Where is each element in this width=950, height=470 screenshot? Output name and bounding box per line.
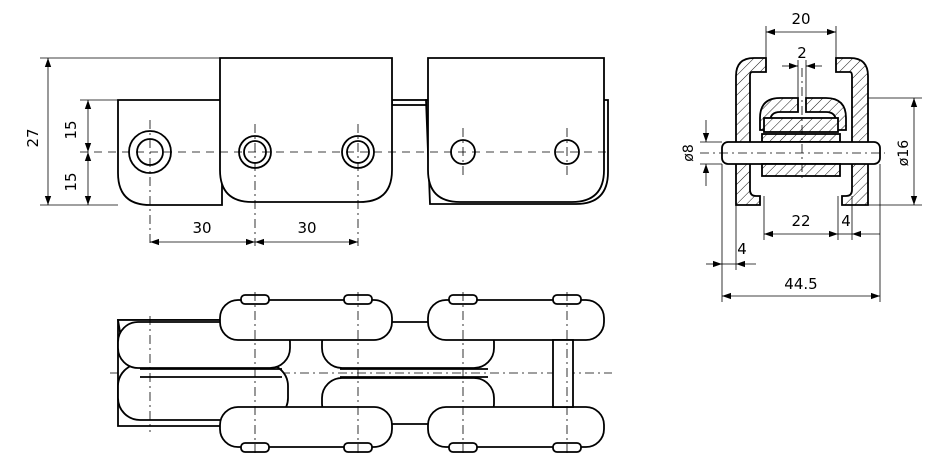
front-view bbox=[80, 57, 612, 246]
dim-pin-diameter: ø8 bbox=[681, 144, 697, 161]
dim-plate-thickness-right: 4 bbox=[841, 212, 851, 230]
dim-pitch-2: 30 bbox=[297, 219, 316, 237]
dim-top-width: 20 bbox=[791, 10, 810, 28]
outer-plate-left bbox=[117, 99, 223, 206]
dim-plate-thickness-left: 4 bbox=[737, 240, 747, 258]
front-view-dimensions: 27 15 15 30 30 bbox=[24, 57, 358, 246]
pin-hole-5 bbox=[554, 139, 580, 165]
top-plate-1 bbox=[219, 57, 393, 203]
dim-pitch-1: 30 bbox=[192, 219, 211, 237]
dim-roller-diameter: ø16 bbox=[896, 140, 912, 166]
dim-overall-height: 27 bbox=[24, 128, 42, 147]
dim-overall-width: 44.5 bbox=[784, 275, 817, 293]
top-view bbox=[110, 292, 612, 456]
dim-half-height-top: 15 bbox=[62, 120, 80, 139]
section-view bbox=[700, 57, 885, 206]
pin-hole-4 bbox=[450, 139, 476, 165]
dim-half-height-bottom: 15 bbox=[62, 172, 80, 191]
dim-inner-width: 22 bbox=[791, 212, 810, 230]
section-view-dimensions: 20 2 ø8 ø16 22 4 4 bbox=[681, 10, 922, 302]
top-plate-2 bbox=[427, 57, 605, 203]
dim-slot-width: 2 bbox=[797, 44, 807, 62]
section-body bbox=[735, 57, 767, 206]
